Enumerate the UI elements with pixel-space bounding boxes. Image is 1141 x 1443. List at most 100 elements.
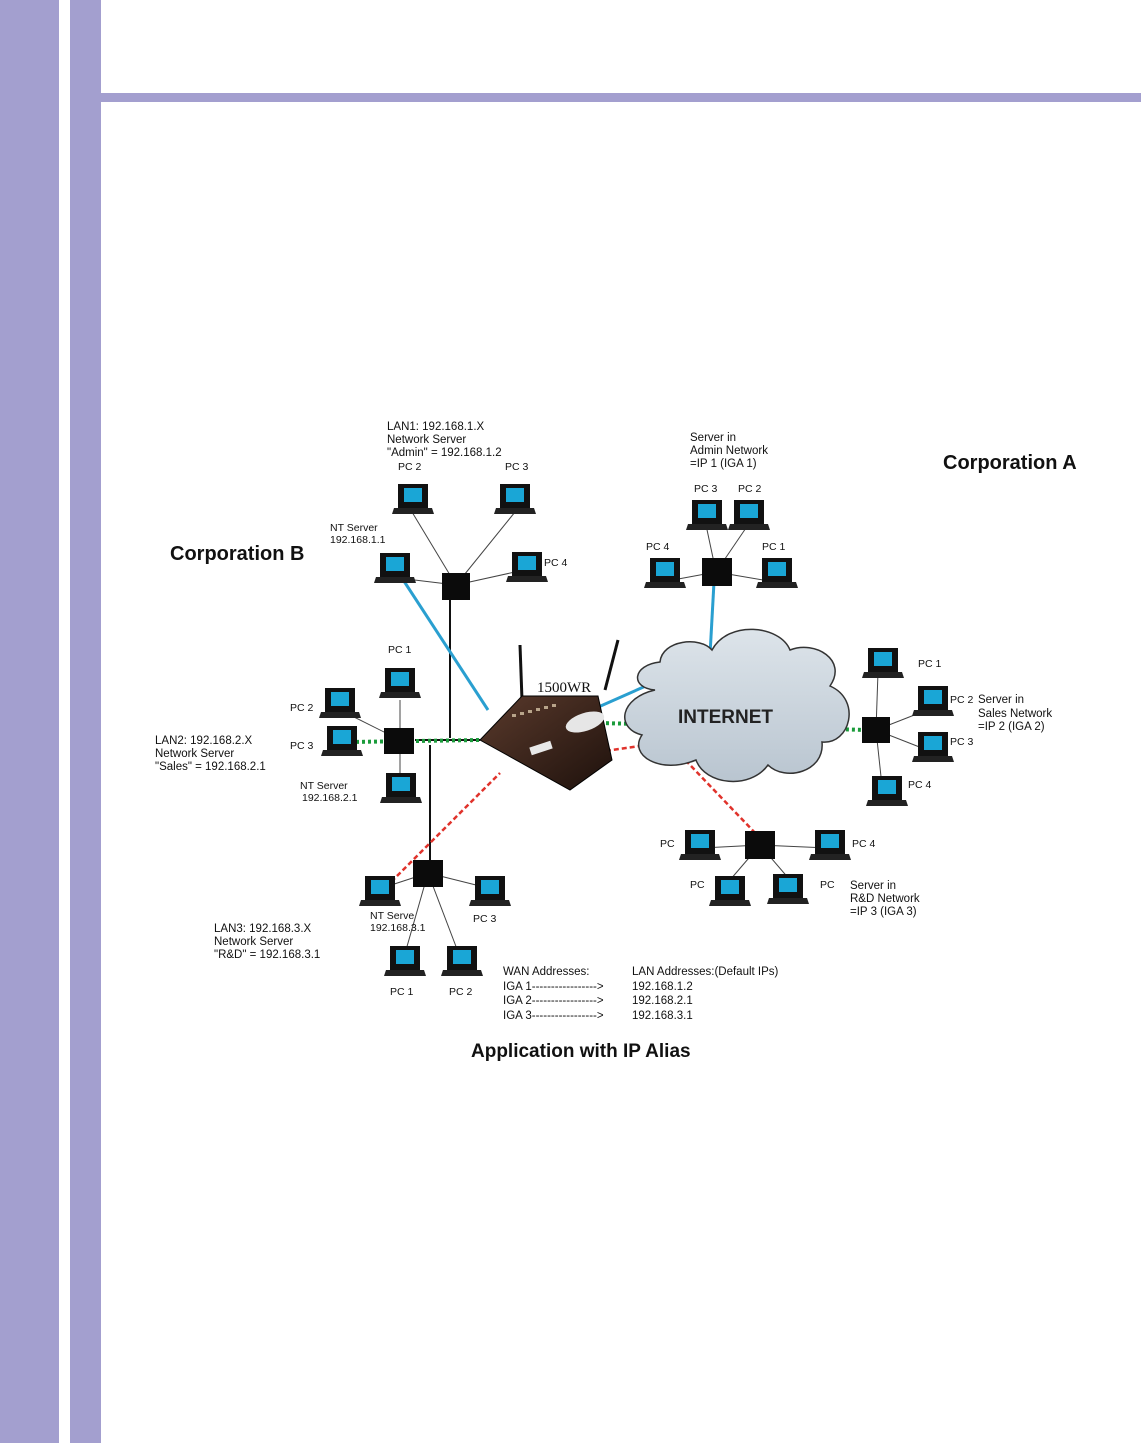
rd-label-line2: R&D Network bbox=[850, 893, 920, 905]
laptop-icon bbox=[392, 484, 434, 514]
admin-label-line3: =IP 1 (IGA 1) bbox=[690, 458, 757, 470]
rd-hub bbox=[745, 831, 775, 859]
sales-pc-label: PC 2 bbox=[950, 694, 974, 706]
laptop-icon bbox=[686, 500, 728, 530]
sales-label-line2: Sales Network bbox=[978, 708, 1052, 720]
lan1-label-line3: "Admin" = 192.168.1.2 bbox=[387, 447, 502, 459]
red-links bbox=[379, 740, 761, 894]
rd-pc-label: PC bbox=[660, 838, 675, 850]
laptop-icon bbox=[728, 500, 770, 530]
laptop-icon bbox=[441, 946, 483, 976]
lan-header: LAN Addresses:(Default IPs) bbox=[632, 966, 779, 978]
lan2-pc-label: PC 2 bbox=[290, 702, 314, 714]
admin-pc-label: PC 2 bbox=[738, 483, 762, 495]
admin-hub bbox=[702, 558, 732, 586]
lan3-label-line1: LAN3: 192.168.3.X bbox=[214, 923, 312, 935]
laptop-icon bbox=[374, 553, 416, 583]
lan-row: 192.168.3.1 bbox=[632, 1010, 693, 1022]
lan3-label-line3: "R&D" = 192.168.3.1 bbox=[214, 949, 320, 961]
router-device: 1500WR bbox=[479, 639, 620, 791]
laptop-icon bbox=[380, 773, 422, 803]
laptop-icon bbox=[912, 732, 954, 762]
wan-row: IGA 2-----------------> bbox=[503, 995, 604, 1007]
wan-row: IGA 3-----------------> bbox=[503, 1010, 604, 1022]
laptop-icon bbox=[319, 688, 361, 718]
sales-pc-label: PC 3 bbox=[950, 736, 974, 748]
lan1-hub bbox=[442, 573, 470, 600]
rd-label-line1: Server in bbox=[850, 880, 896, 892]
wan-row: IGA 1-----------------> bbox=[503, 981, 604, 993]
lan2-hub bbox=[384, 728, 414, 754]
laptop-icon bbox=[866, 776, 908, 806]
admin-label-line2: Admin Network bbox=[690, 445, 768, 457]
lan2-label-line3: "Sales" = 192.168.2.1 bbox=[155, 761, 266, 773]
lan1-pc-label: PC 4 bbox=[544, 557, 568, 569]
pc-layer bbox=[319, 484, 954, 976]
laptop-icon bbox=[494, 484, 536, 514]
laptop-icon bbox=[912, 686, 954, 716]
lan2-label-line2: Network Server bbox=[155, 748, 234, 760]
laptop-icon bbox=[359, 876, 401, 906]
sales-pc-label: PC 1 bbox=[918, 658, 942, 670]
corporation-a-label: Corporation A bbox=[943, 452, 1077, 474]
laptop-icon bbox=[384, 946, 426, 976]
lan1-label-line1: LAN1: 192.168.1.X bbox=[387, 421, 485, 433]
lan-row: 192.168.1.2 bbox=[632, 981, 693, 993]
lan2-pc-label: PC 1 bbox=[388, 644, 412, 656]
wired-links bbox=[415, 600, 480, 862]
laptop-icon bbox=[469, 876, 511, 906]
lan3-hub bbox=[413, 860, 443, 887]
lan1-pc-label: PC 3 bbox=[505, 461, 529, 473]
lan2-pc-label: PC 3 bbox=[290, 740, 314, 752]
laptop-icon bbox=[679, 830, 721, 860]
internet-label: INTERNET bbox=[678, 707, 773, 728]
sales-label-line3: =IP 2 (IGA 2) bbox=[978, 721, 1045, 733]
diagram-caption: Application with IP Alias bbox=[471, 1041, 691, 1062]
admin-pc-label: PC 3 bbox=[694, 483, 718, 495]
laptop-icon bbox=[644, 558, 686, 588]
laptop-icon bbox=[709, 876, 751, 906]
lan3-pc-label: PC 2 bbox=[449, 986, 473, 998]
wan-header: WAN Addresses: bbox=[503, 966, 590, 978]
admin-pc-label: PC 1 bbox=[762, 541, 786, 553]
laptop-icon bbox=[379, 668, 421, 698]
lan1-pc-label: PC 2 bbox=[398, 461, 422, 473]
internet-cloud: INTERNET bbox=[624, 628, 850, 783]
rd-label-line3: =IP 3 (IGA 3) bbox=[850, 906, 917, 918]
rd-pc-label: PC bbox=[690, 879, 705, 891]
lan2-label-line1: LAN2: 192.168.2.X bbox=[155, 735, 253, 747]
rd-pc-label: PC 4 bbox=[852, 838, 876, 850]
laptop-icon bbox=[767, 874, 809, 904]
laptop-icon bbox=[756, 558, 798, 588]
sales-pc-label: PC 4 bbox=[908, 779, 932, 791]
laptop-icon bbox=[321, 726, 363, 756]
lan3-nt-server-line1: NT Serve bbox=[370, 910, 414, 922]
corporation-b-label: Corporation B bbox=[170, 543, 304, 565]
lan3-pc-label: PC 1 bbox=[390, 986, 414, 998]
lan2-nt-server-line2: 192.168.2.1 bbox=[302, 792, 358, 804]
header-rule bbox=[101, 93, 1141, 102]
sales-label-line1: Server in bbox=[978, 694, 1024, 706]
lan1-label-line2: Network Server bbox=[387, 434, 466, 446]
laptop-icon bbox=[862, 648, 904, 678]
lan2-nt-server-line1: NT Server bbox=[300, 780, 348, 792]
admin-pc-label: PC 4 bbox=[646, 541, 670, 553]
lan3-pc-label: PC 3 bbox=[473, 913, 497, 925]
lan1-nt-server-line2: 192.168.1.1 bbox=[330, 534, 386, 546]
left-margin-bar bbox=[0, 0, 59, 1443]
lan-row: 192.168.2.1 bbox=[632, 995, 693, 1007]
sales-hub bbox=[862, 717, 890, 743]
lan3-label-line2: Network Server bbox=[214, 936, 293, 948]
laptop-icon bbox=[809, 830, 851, 860]
hubs bbox=[384, 558, 890, 887]
lan3-nt-server-line2: 192.168.3.1 bbox=[370, 922, 426, 934]
admin-label-line1: Server in bbox=[690, 432, 736, 444]
labels: Corporation A Corporation B LAN1: 192.16… bbox=[155, 421, 1077, 1062]
laptop-icon bbox=[506, 552, 548, 582]
lan1-nt-server-line1: NT Server bbox=[330, 522, 378, 534]
router-model-label: 1500WR bbox=[537, 680, 591, 696]
rd-pc-label: PC bbox=[820, 879, 835, 891]
left-inner-bar bbox=[70, 0, 101, 1443]
